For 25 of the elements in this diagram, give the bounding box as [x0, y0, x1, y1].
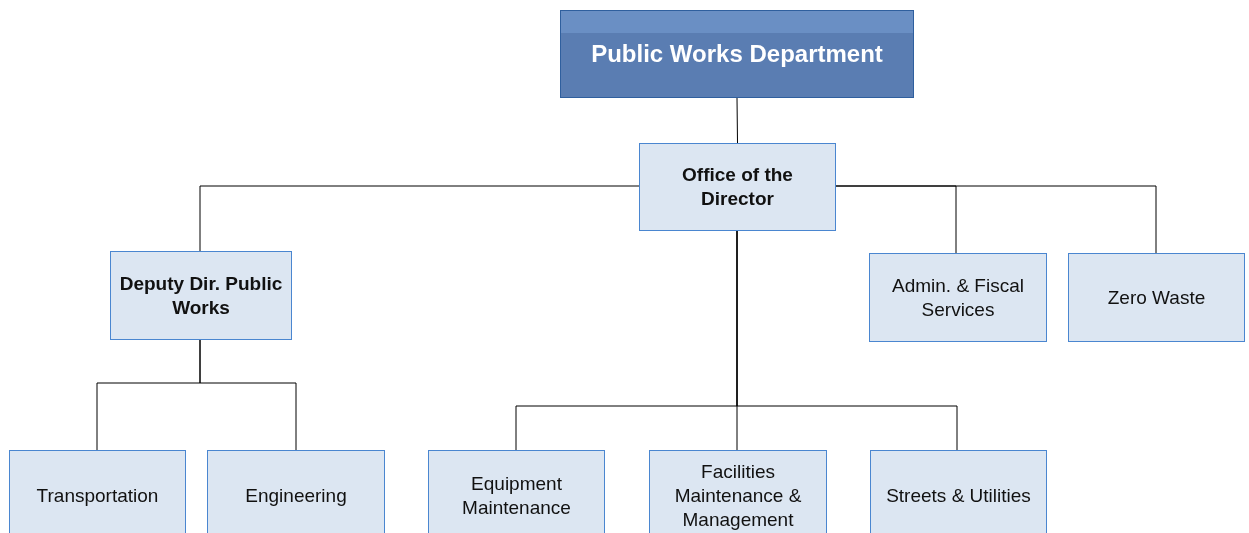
unit-name: Equipment Maintenance	[461, 472, 572, 520]
unit-name: Transportation	[36, 484, 159, 508]
connector-line	[199, 339, 297, 451]
org-box	[869, 253, 1047, 342]
org-box	[639, 143, 836, 231]
org-box	[207, 450, 385, 533]
unit-name: Facilities Maintenance & Management	[673, 460, 803, 532]
org-box	[649, 450, 827, 533]
connector-line	[835, 185, 1157, 254]
connector-line	[199, 185, 640, 252]
unit-name: Admin. & Fiscal Services	[891, 273, 1025, 322]
org-box	[428, 450, 605, 533]
org-box	[9, 450, 186, 533]
org-box	[870, 450, 1047, 533]
unit-name: Zero Waste	[1107, 285, 1206, 310]
unit-name: Deputy Dir. Public Works	[119, 271, 283, 320]
unit-name: Office of the Director	[681, 163, 794, 211]
org-box	[1068, 253, 1245, 342]
connector-line	[736, 230, 958, 451]
org-box	[110, 251, 292, 340]
connector-line	[736, 97, 738, 144]
unit-name: Public Works Department	[591, 39, 883, 69]
org-box	[560, 10, 914, 98]
unit-name: Engineering	[245, 484, 347, 508]
unit-name: Streets & Utilities	[886, 484, 1031, 508]
